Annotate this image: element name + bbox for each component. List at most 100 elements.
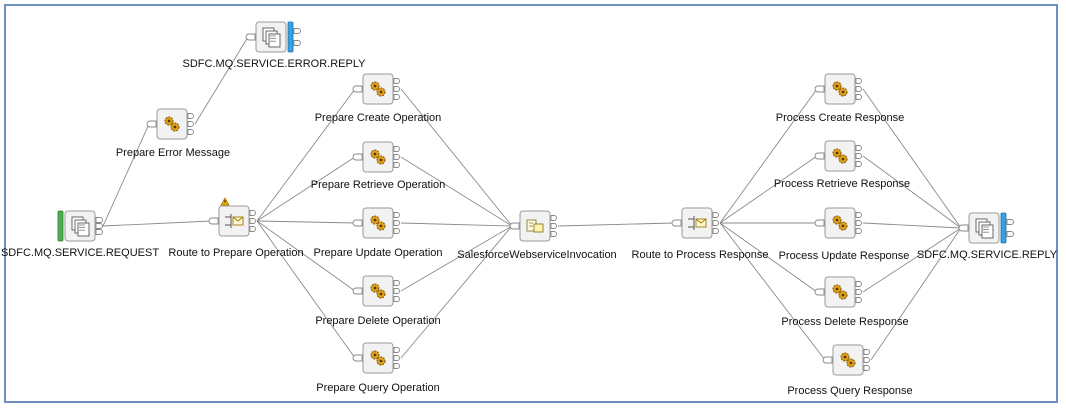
output-terminal-icon[interactable] [855,212,862,218]
output-terminal-icon[interactable] [855,86,862,92]
node-rq[interactable]: Process Query Response [787,344,913,397]
output-terminal-icon[interactable] [95,229,103,235]
output-terminal-icon[interactable] [1006,219,1014,225]
output-terminal-icon[interactable] [855,161,862,167]
output-terminal-icon[interactable] [393,86,400,92]
input-terminal-icon[interactable] [814,219,825,227]
connection-rt2-rd[interactable] [719,222,818,293]
input-terminal-icon[interactable] [814,85,825,93]
output-terminal-icon[interactable] [855,289,862,295]
output-terminal-icon[interactable] [293,40,301,46]
output-terminal-icon[interactable] [550,223,557,229]
connection-rt1-pc[interactable] [256,88,356,222]
input-terminal-icon[interactable] [352,287,363,295]
input-terminal-icon[interactable] [146,120,157,128]
output-terminal-icon[interactable] [393,220,400,226]
connection-pq-ws[interactable] [400,225,513,359]
node-pd[interactable]: Prepare Delete Operation [315,275,441,327]
connection-in-rt1[interactable] [102,220,212,227]
input-terminal-icon[interactable] [509,222,520,230]
node-rt2[interactable]: Route to Process Response [632,207,769,261]
node-pq[interactable]: Prepare Query Operation [316,342,440,394]
node-rc[interactable]: Process Create Response [776,73,904,124]
output-terminal-icon[interactable] [712,220,719,226]
connection-ru-out[interactable] [862,222,962,229]
connection-rt1-pq[interactable] [256,220,356,359]
output-terminal-icon[interactable] [187,129,194,135]
connection-ws-rt2[interactable] [557,222,675,227]
connection-rd-out[interactable] [862,227,962,293]
connection-rt1-pd[interactable] [256,220,356,292]
connection-rt2-rc[interactable] [719,88,818,224]
output-terminal-icon[interactable] [393,347,400,353]
output-terminal-icon[interactable] [863,349,870,355]
input-terminal-icon[interactable] [352,219,363,227]
node-ru[interactable]: Process Update Response [779,207,910,262]
output-terminal-icon[interactable] [293,28,301,34]
output-terminal-icon[interactable] [863,357,870,363]
connection-rt1-pu[interactable] [256,220,356,224]
output-terminal-icon[interactable] [855,153,862,159]
output-terminal-icon[interactable] [855,220,862,226]
connection-pc-ws[interactable] [400,88,513,227]
input-terminal-icon[interactable] [352,354,363,362]
output-terminal-icon[interactable] [712,228,719,234]
node-rt1[interactable]: Route to Prepare Operation [168,197,304,259]
input-terminal-icon[interactable] [822,356,833,364]
output-terminal-icon[interactable] [863,365,870,371]
node-pu[interactable]: Prepare Update Operation [313,207,443,259]
connection-rt2-rq[interactable] [719,222,826,361]
output-terminal-icon[interactable] [855,281,862,287]
node-err[interactable]: Prepare Error Message [116,108,230,159]
output-terminal-icon[interactable] [855,228,862,234]
output-terminal-icon[interactable] [855,94,862,100]
output-terminal-icon[interactable] [393,212,400,218]
output-terminal-icon[interactable] [393,288,400,294]
output-terminal-icon[interactable] [855,297,862,303]
node-out[interactable]: SDFC.MQ.SERVICE.REPLY [917,212,1058,261]
output-terminal-icon[interactable] [393,146,400,152]
output-terminal-icon[interactable] [393,228,400,234]
output-terminal-icon[interactable] [95,217,103,223]
output-terminal-icon[interactable] [393,363,400,369]
output-terminal-icon[interactable] [393,94,400,100]
node-erq[interactable]: SDFC.MQ.SERVICE.ERROR.REPLY [183,21,367,70]
connection-rt1-pr[interactable] [256,156,356,222]
input-terminal-icon[interactable] [245,33,256,41]
output-terminal-icon[interactable] [95,223,103,229]
connection-pu-ws[interactable] [400,222,513,227]
connection-rr-out[interactable] [862,155,962,229]
input-terminal-icon[interactable] [814,152,825,160]
output-terminal-icon[interactable] [550,231,557,237]
output-terminal-icon[interactable] [249,210,256,216]
connection-rq-out[interactable] [870,227,962,361]
output-terminal-icon[interactable] [393,78,400,84]
output-terminal-icon[interactable] [393,296,400,302]
connection-rt2-rr[interactable] [719,155,818,224]
output-terminal-icon[interactable] [249,226,256,232]
output-terminal-icon[interactable] [550,215,557,221]
output-terminal-icon[interactable] [1006,231,1014,237]
node-rr[interactable]: Process Retrieve Response [774,140,910,190]
connection-pr-ws[interactable] [400,156,513,227]
output-terminal-icon[interactable] [187,113,194,119]
input-terminal-icon[interactable] [814,288,825,296]
connection-rc-out[interactable] [862,88,962,229]
output-terminal-icon[interactable] [393,355,400,361]
output-terminal-icon[interactable] [187,121,194,127]
input-terminal-icon[interactable] [352,153,363,161]
output-terminal-icon[interactable] [393,154,400,160]
connection-in-err[interactable] [102,123,150,227]
input-terminal-icon[interactable] [671,219,682,227]
output-terminal-icon[interactable] [712,212,719,218]
output-terminal-icon[interactable] [249,218,256,224]
node-pr[interactable]: Prepare Retrieve Operation [311,141,446,191]
node-rd[interactable]: Process Delete Response [781,276,909,328]
node-pc[interactable]: Prepare Create Operation [315,73,442,124]
input-terminal-icon[interactable] [352,85,363,93]
connection-pd-ws[interactable] [400,225,513,292]
output-terminal-icon[interactable] [855,145,862,151]
input-terminal-icon[interactable] [958,224,969,232]
output-terminal-icon[interactable] [855,78,862,84]
